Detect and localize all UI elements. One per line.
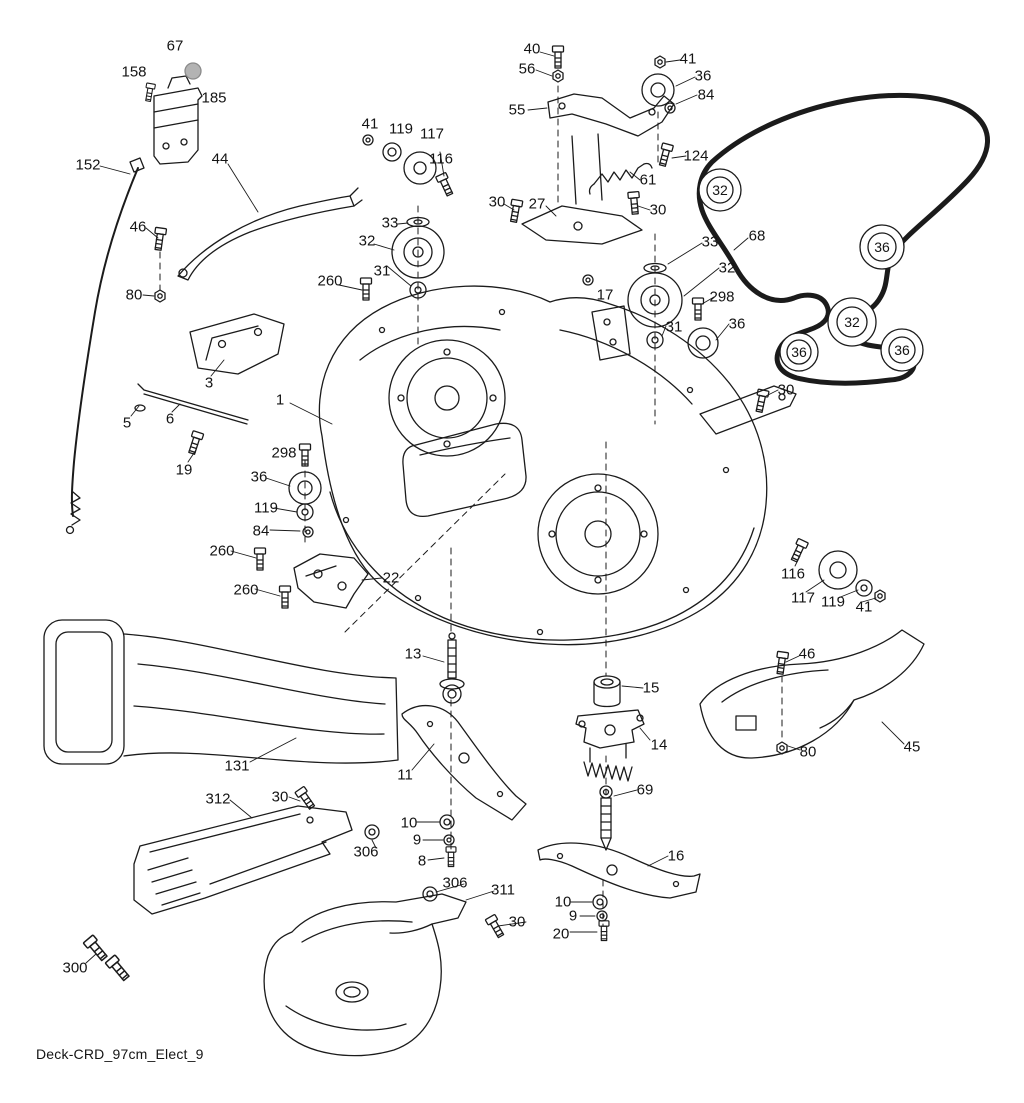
fasteners xyxy=(82,45,886,984)
belt-pulleys xyxy=(698,168,924,372)
discharge-chute-131 xyxy=(43,619,399,765)
leader-lines xyxy=(85,51,905,964)
drive-belt-68 xyxy=(696,92,990,386)
blades xyxy=(401,704,701,899)
bracket-22 xyxy=(293,553,369,609)
deck-pulleys xyxy=(288,73,873,597)
idler-bracket-assembly xyxy=(521,93,675,286)
deck-housing-1 xyxy=(318,285,797,646)
covers xyxy=(133,629,925,1057)
diagram-id-label: Deck-CRD_97cm_Elect_9 xyxy=(36,1046,204,1062)
mandrel-assembly xyxy=(439,632,645,851)
left-bracket-assembly xyxy=(65,62,363,535)
